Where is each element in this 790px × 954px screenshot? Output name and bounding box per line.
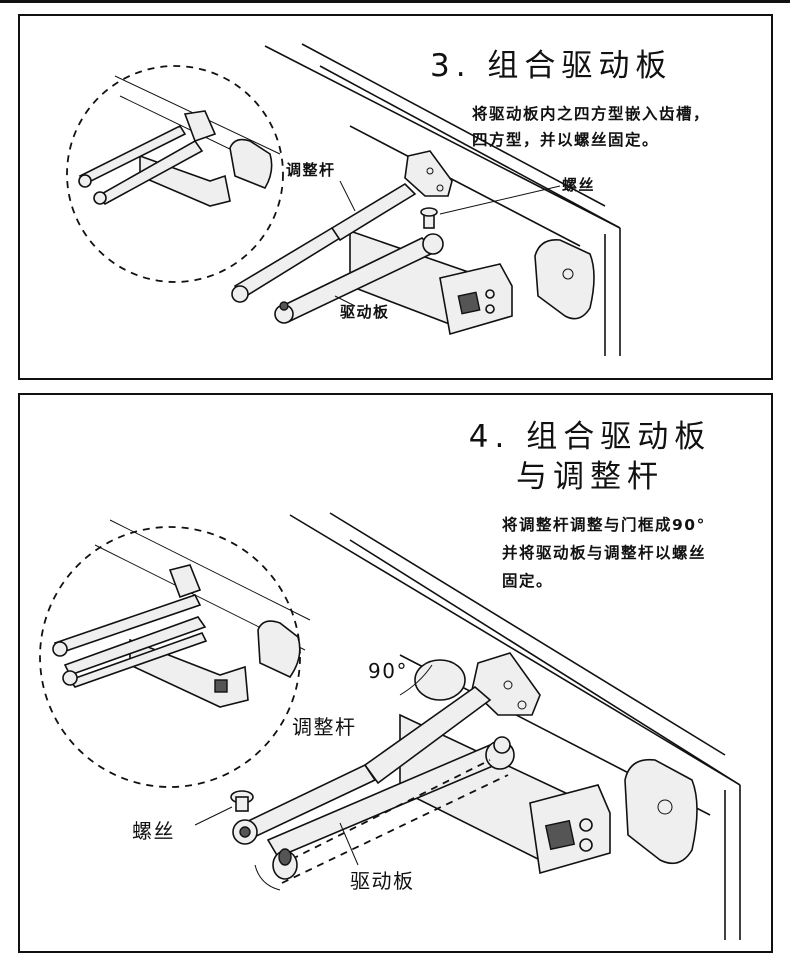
step-4-panel: 4. 组合驱动板 与调整杆 将调整杆调整与门框成90° 并将驱动板与调整杆以螺丝…: [18, 393, 773, 953]
door-stop: [624, 758, 698, 865]
adjust-rod: [231, 182, 417, 303]
step-4-desc-line-2: 并将驱动板与调整杆以螺丝: [502, 544, 707, 562]
step-4-illustration: [39, 512, 741, 940]
rotation-arc: [254, 864, 281, 891]
step-3-label-drive-plate: 驱动板: [340, 303, 390, 321]
step-4-desc-line-1: 将调整杆调整与门框成90°: [502, 516, 706, 534]
step-4-label-angle: 90°: [368, 659, 408, 683]
detail-inset: [66, 65, 284, 283]
step-3-panel: 3. 组合驱动板 将驱动板内之四方型嵌入齿槽， 四方型，并以螺丝固定。 调整杆 …: [18, 14, 773, 380]
step-3-title: 3. 组合驱动板: [430, 48, 673, 84]
door-stop: [534, 239, 595, 320]
drive-plate: [274, 233, 444, 324]
step-3-illustration: [66, 43, 621, 356]
top-rule: [0, 0, 790, 3]
step-3-desc-line-2: 四方型，并以螺丝固定。: [472, 131, 660, 149]
screw-part: [420, 207, 438, 229]
step-4-label-drive-plate: 驱动板: [350, 869, 415, 893]
door-frame: [264, 43, 621, 356]
leader-screw: [439, 185, 561, 215]
leader-drive-plate: [334, 295, 356, 307]
step-4-label-adjust-rod: 调整杆: [292, 715, 357, 739]
drive-plate: [266, 736, 515, 884]
frame-bracket: [404, 150, 453, 197]
step-4-label-screw: 螺丝: [132, 819, 175, 843]
step-3-label-screw: 螺丝: [562, 176, 596, 194]
step-4-title-line-1: 4. 组合驱动板: [468, 419, 712, 455]
detail-inset: [39, 519, 311, 788]
adjust-rod: [232, 685, 492, 845]
screw-part: [230, 790, 254, 812]
step-4-title-line-2: 与调整杆: [516, 459, 664, 495]
angle-arc: [399, 664, 433, 696]
step-3-desc-line-1: 将驱动板内之四方型嵌入齿槽，: [472, 105, 711, 123]
closer-body: [399, 659, 611, 875]
leader-adjust-rod: [339, 180, 356, 212]
step-4-desc-line-3: 固定。: [502, 572, 554, 590]
leader-screw: [194, 806, 233, 826]
leader-drive-plate: [339, 822, 359, 866]
step-3-label-adjust-rod: 调整杆: [286, 161, 336, 179]
